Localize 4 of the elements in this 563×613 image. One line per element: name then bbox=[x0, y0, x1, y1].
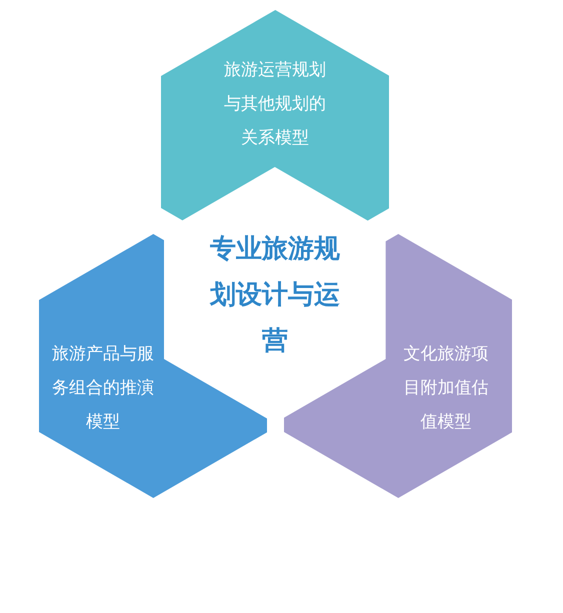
hexagon-label: 文化旅游项目附加值估值模型 bbox=[402, 343, 490, 434]
hexagon-label: 专业旅游规划设计与运营 bbox=[208, 233, 341, 358]
hexagon-label: 旅游产品与服务组合的推演模型 bbox=[50, 343, 155, 434]
hexagon-label: 旅游运营规划与其他规划的关系模型 bbox=[222, 59, 327, 150]
